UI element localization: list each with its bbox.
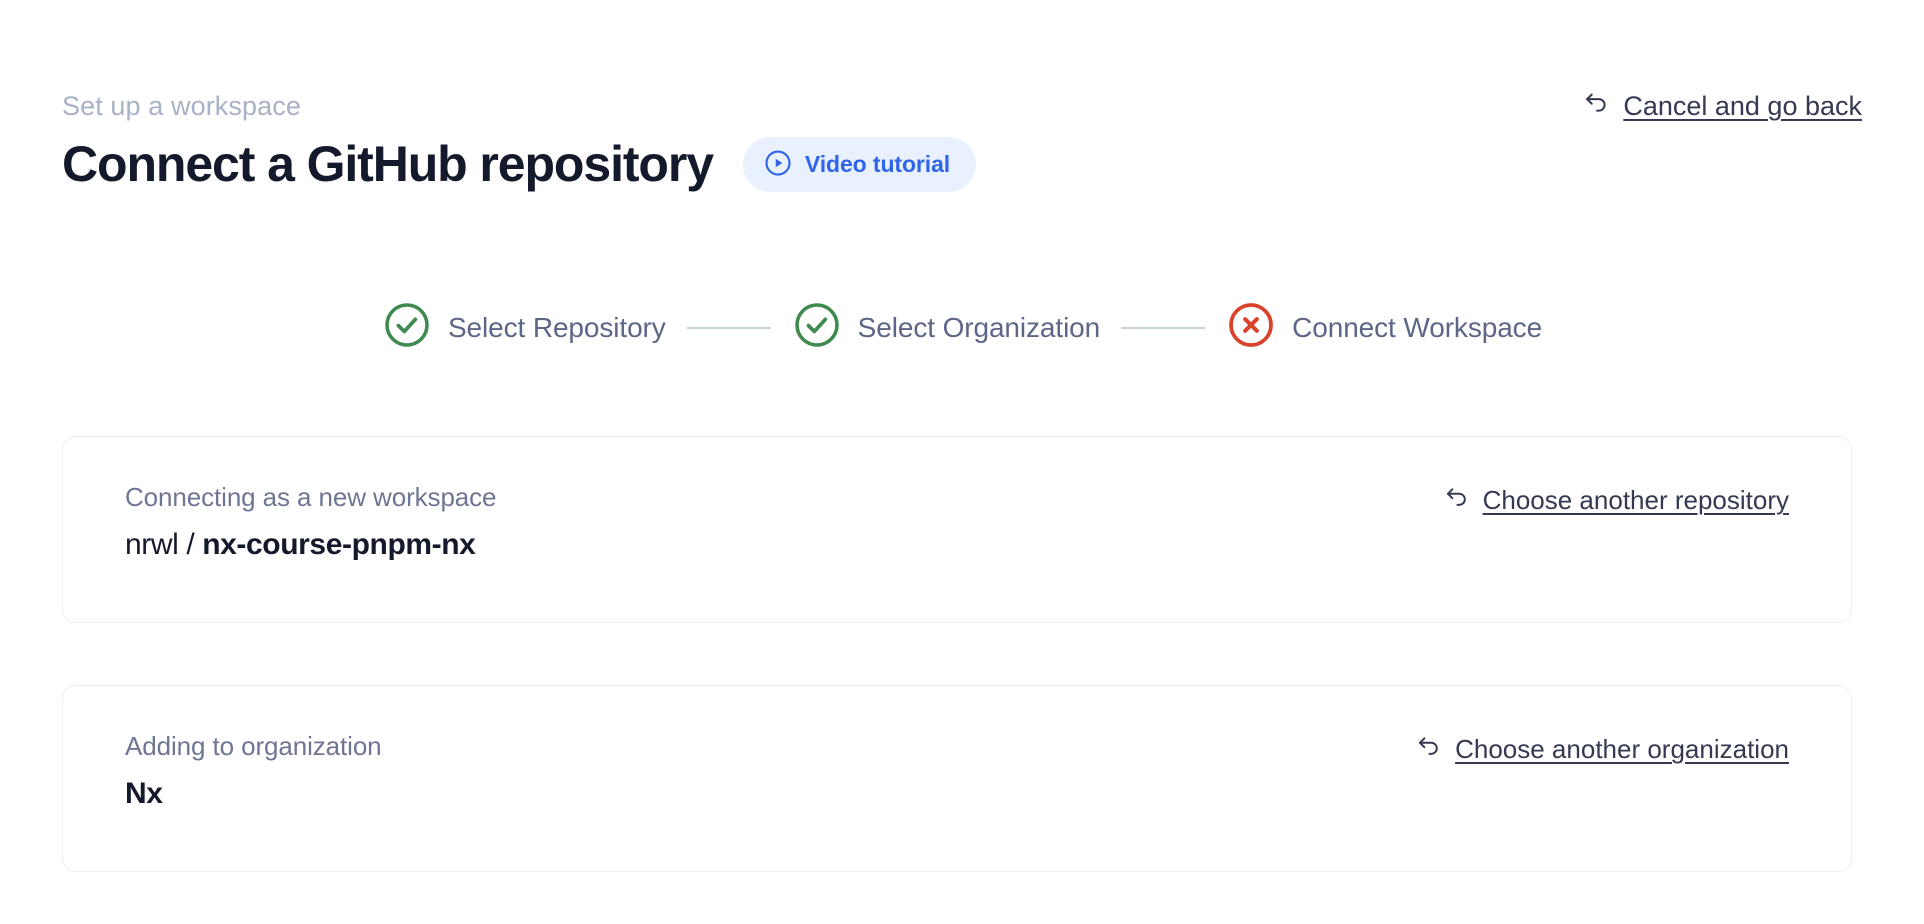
choose-another-organization-label: Choose another organization bbox=[1455, 734, 1789, 764]
play-circle-icon bbox=[763, 148, 793, 181]
undo-arrow-icon bbox=[1414, 732, 1443, 766]
choose-another-repository-label: Choose another repository bbox=[1482, 485, 1789, 515]
progress-stepper: Select Repository Select Organization Co… bbox=[0, 300, 1924, 355]
repository-card: Connecting as a new workspace nrwl / nx-… bbox=[62, 436, 1852, 623]
page-title: Connect a GitHub repository bbox=[62, 136, 714, 192]
page-header: Set up a workspace Connect a GitHub repo… bbox=[62, 90, 1862, 194]
stepper-connector-2 bbox=[1121, 326, 1206, 329]
organization-card-body: Adding to organization Nx bbox=[125, 730, 382, 813]
step-connect-workspace[interactable]: Connect Workspace bbox=[1226, 300, 1542, 355]
video-tutorial-label: Video tutorial bbox=[804, 150, 951, 177]
check-circle-icon bbox=[382, 300, 432, 355]
step-select-organization[interactable]: Select Organization bbox=[792, 300, 1100, 355]
step-label-select-organization: Select Organization bbox=[857, 311, 1101, 343]
organization-card-caption: Adding to organization bbox=[125, 731, 382, 761]
undo-arrow-icon bbox=[1581, 88, 1611, 123]
step-label-select-repository: Select Repository bbox=[447, 311, 666, 343]
repository-card-body: Connecting as a new workspace nrwl / nx-… bbox=[125, 481, 497, 564]
organization-card: Adding to organization Nx Choose another… bbox=[62, 685, 1852, 872]
check-circle-icon bbox=[792, 300, 842, 355]
video-tutorial-button[interactable]: Video tutorial bbox=[742, 136, 977, 192]
x-circle-icon bbox=[1226, 300, 1276, 355]
undo-arrow-icon bbox=[1442, 483, 1471, 517]
cancel-and-go-back-label: Cancel and go back bbox=[1623, 90, 1862, 121]
choose-another-organization-link[interactable]: Choose another organization bbox=[1414, 732, 1789, 766]
repository-owner: nrwl bbox=[125, 528, 179, 561]
repository-name: nx-course-pnpm-nx bbox=[202, 528, 476, 561]
step-label-connect-workspace: Connect Workspace bbox=[1292, 311, 1543, 343]
title-row: Connect a GitHub repository Video tutori… bbox=[62, 134, 1862, 194]
stepper-connector-1 bbox=[686, 326, 771, 329]
repository-card-caption: Connecting as a new workspace bbox=[125, 482, 497, 512]
organization-card-value: Nx bbox=[125, 777, 163, 810]
repository-card-value: nrwl / nx-course-pnpm-nx bbox=[125, 526, 496, 564]
choose-another-repository-link[interactable]: Choose another repository bbox=[1442, 483, 1789, 517]
breadcrumb-eyebrow: Set up a workspace bbox=[62, 91, 301, 121]
cancel-and-go-back-link[interactable]: Cancel and go back bbox=[1581, 88, 1862, 123]
repository-separator: / bbox=[178, 528, 203, 561]
step-select-repository[interactable]: Select Repository bbox=[382, 300, 666, 355]
